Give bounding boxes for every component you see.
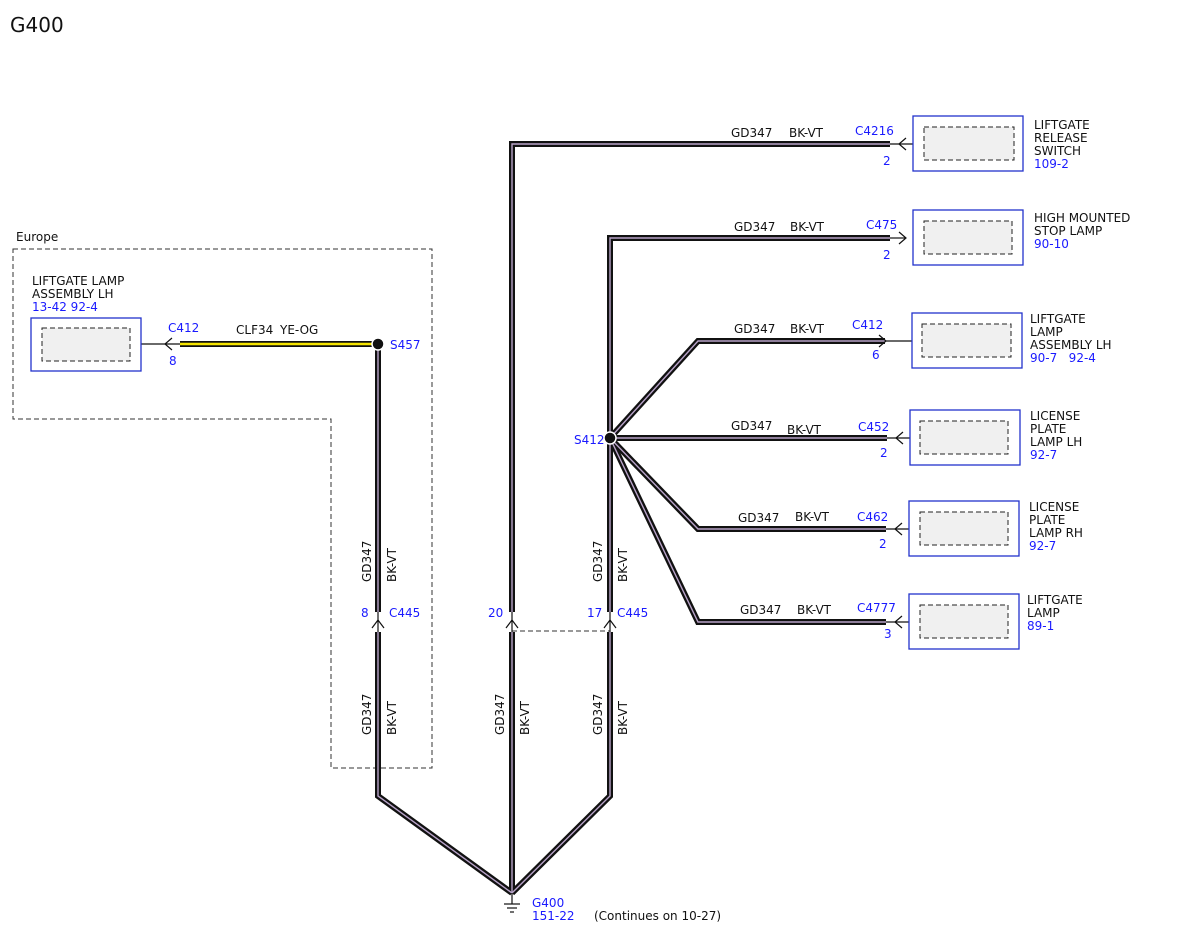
- component-name-line: PLATE: [1029, 513, 1065, 527]
- component-name-line: LAMP RH: [1029, 526, 1083, 540]
- splice-s457-label: S457: [390, 338, 421, 352]
- connector-label: C452: [858, 420, 889, 434]
- component-liftgate-lamp-assembly-lh: LIFTGATE LAMP ASSEMBLY LH 90-7 92-4: [911, 312, 1112, 369]
- wire-right-ground-leg: [509, 632, 613, 896]
- connector-pin: 3: [884, 627, 892, 641]
- connector-label: C462: [857, 510, 888, 524]
- connector-pin: 2: [883, 154, 891, 168]
- c445-label-right: C445: [617, 606, 648, 620]
- component-name-line: LIFTGATE: [1027, 593, 1083, 607]
- wire-color-label: BK-VT: [790, 220, 825, 234]
- component-name-line: ASSEMBLY LH: [32, 287, 114, 301]
- wire-circuit-label: GD347: [738, 511, 779, 525]
- component-name-line: LICENSE: [1029, 500, 1079, 514]
- vertical-color-label: BK-VT: [385, 547, 399, 582]
- component-name-line: LICENSE: [1030, 409, 1080, 423]
- connector-pin: 6: [872, 348, 880, 362]
- wire-harness: [375, 141, 890, 896]
- wire-circuit-label: GD347: [734, 322, 775, 336]
- component-name-line: STOP LAMP: [1034, 224, 1102, 238]
- connector-pin: 8: [169, 354, 177, 368]
- connector-label: C4216: [855, 124, 894, 138]
- splice-s412-dot: [603, 431, 617, 445]
- component-license-plate-lamp-lh: LICENSE PLATE LAMP LH 92-7: [909, 409, 1082, 466]
- component-ref: 13-42 92-4: [32, 300, 98, 314]
- wire-circuit-label: GD347: [731, 419, 772, 433]
- vertical-circuit-label: GD347: [360, 694, 374, 735]
- component-name-line: LAMP: [1027, 606, 1060, 620]
- component-ref: 90-7 92-4: [1030, 351, 1096, 365]
- component-high-mounted-stop-lamp: HIGH MOUNTED STOP LAMP 90-10: [912, 209, 1130, 266]
- connector-pin: 2: [879, 537, 887, 551]
- connector-label: C412: [168, 321, 199, 335]
- component-name-line: LIFTGATE: [1030, 312, 1086, 326]
- splice-s457-dot: [371, 337, 385, 351]
- wire-circuit-label: GD347: [734, 220, 775, 234]
- wire-color-label: BK-VT: [789, 126, 824, 140]
- connector-pin: 2: [880, 446, 888, 460]
- europe-region-outline: [12, 248, 433, 769]
- component-name-line: HIGH MOUNTED: [1034, 211, 1130, 225]
- component-name-line: LIFTGATE LAMP: [32, 274, 124, 288]
- connector-pin-symbols: [130, 137, 925, 632]
- connector-label: C412: [852, 318, 883, 332]
- continues-note: (Continues on 10-27): [594, 909, 721, 923]
- component-name-line: LIFTGATE: [1034, 118, 1090, 132]
- europe-label: Europe: [16, 230, 58, 244]
- wire-color-label: BK-VT: [797, 603, 832, 617]
- component-europe-liftgate-lamp-assembly-lh: LIFTGATE LAMP ASSEMBLY LH 13-42 92-4: [30, 274, 142, 372]
- vertical-circuit-label: GD347: [591, 694, 605, 735]
- component-name-line: PLATE: [1030, 422, 1066, 436]
- wire-c4216-run: [509, 141, 890, 612]
- ground-icon: [504, 893, 520, 913]
- c445-pin-left: 8: [361, 606, 369, 620]
- wire-circuit-label: GD347: [740, 603, 781, 617]
- wire-color-label: BK-VT: [787, 423, 822, 437]
- wire-circuit-label: GD347: [731, 126, 772, 140]
- vertical-circuit-label: GD347: [493, 694, 507, 735]
- wire-color-label: BK-VT: [795, 510, 830, 524]
- component-name-line: LAMP LH: [1030, 435, 1082, 449]
- component-ref: 109-2: [1034, 157, 1069, 171]
- component-name-line: ASSEMBLY LH: [1030, 338, 1112, 352]
- component-ref: 90-10: [1034, 237, 1069, 251]
- vertical-wire-labels: GD347 BK-VT GD347 BK-VT GD347 BK-VT GD34…: [360, 541, 630, 735]
- wire-color-label: BK-VT: [790, 322, 825, 336]
- vertical-color-label: BK-VT: [616, 547, 630, 582]
- component-ref: 92-7: [1029, 539, 1056, 553]
- component-liftgate-lamp: LIFTGATE LAMP 89-1: [908, 593, 1083, 650]
- wire-color-label: YE-OG: [279, 323, 318, 337]
- vertical-color-label: BK-VT: [518, 700, 532, 735]
- ground-ref: 151-22: [532, 909, 575, 923]
- component-name-line: RELEASE: [1034, 131, 1088, 145]
- splice-s412-label: S412: [574, 433, 605, 447]
- component-ref: 89-1: [1027, 619, 1054, 633]
- component-license-plate-lamp-rh: LICENSE PLATE LAMP RH 92-7: [908, 500, 1083, 557]
- vertical-circuit-label: GD347: [360, 541, 374, 582]
- connector-pin: 2: [883, 248, 891, 262]
- vertical-color-label: BK-VT: [616, 700, 630, 735]
- c445-pin-right: 17: [587, 606, 602, 620]
- ground-name: G400: [532, 896, 564, 910]
- component-name-line: SWITCH: [1034, 144, 1081, 158]
- component-ref: 92-7: [1030, 448, 1057, 462]
- component-liftgate-release-switch: LIFTGATE RELEASE SWITCH 109-2: [912, 115, 1090, 172]
- c445-pin-center: 20: [488, 606, 503, 620]
- connector-label: C4777: [857, 601, 896, 615]
- component-name-line: LAMP: [1030, 325, 1063, 339]
- vertical-circuit-label: GD347: [591, 541, 605, 582]
- c445-label-left: C445: [389, 606, 420, 620]
- wire-circuit-label: CLF34: [236, 323, 273, 337]
- wire-left-ground-leg: [375, 632, 514, 896]
- connector-label: C475: [866, 218, 897, 232]
- vertical-color-label: BK-VT: [385, 700, 399, 735]
- page-title: G400: [10, 13, 64, 37]
